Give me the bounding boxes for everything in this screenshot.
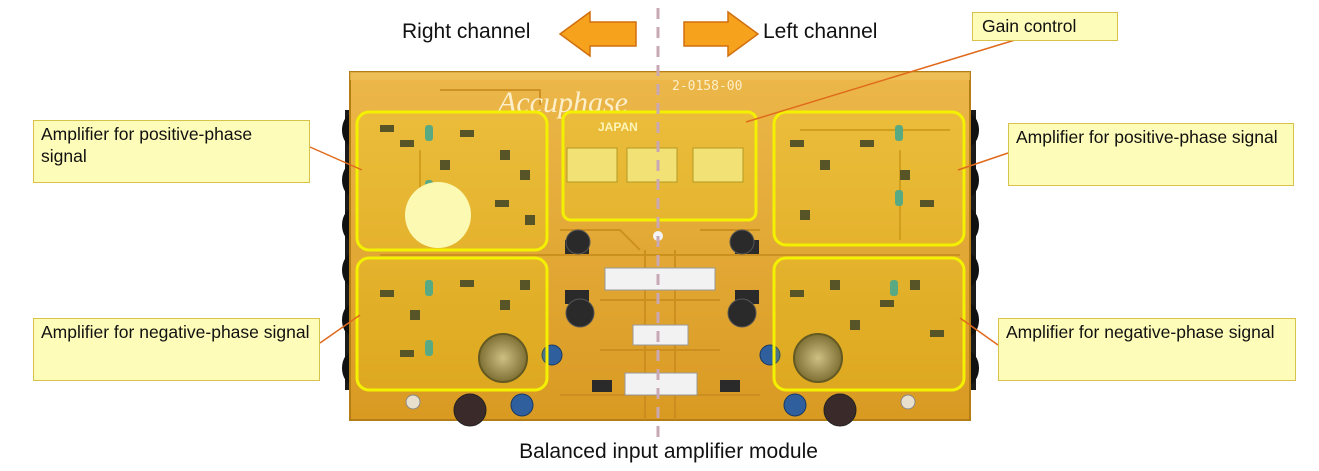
leader-pos-right (309, 146, 363, 171)
amp-negative-right-callout: Amplifier for negative-phase signal (33, 318, 320, 381)
right-channel-label: Right channel (402, 20, 531, 43)
leader-neg-right (319, 314, 361, 344)
module-caption: Balanced input amplifier module (519, 440, 818, 463)
highlight-neg-right-channel (355, 256, 549, 392)
connectors (604, 267, 716, 396)
highlight-pos-right-channel (355, 110, 549, 252)
arrow-right-icon (683, 10, 760, 58)
smd-components (380, 125, 944, 357)
leader-gain-control (745, 39, 1016, 123)
arrow-left-icon (558, 10, 637, 58)
gain-relays (566, 147, 744, 183)
gain-control-callout: Gain control (972, 12, 1118, 41)
leader-pos-left (957, 152, 1009, 171)
amp-positive-left-callout: Amplifier for positive-phase signal (1008, 123, 1294, 186)
leader-lines (309, 39, 1016, 346)
board-traces (380, 89, 960, 420)
leader-neg-left (959, 317, 999, 346)
board-origin: JAPAN (598, 120, 638, 134)
electrolytic-capacitors (405, 229, 916, 427)
highlight-regions (355, 110, 966, 392)
amp-positive-right-callout: Amplifier for positive-phase signal (33, 120, 310, 183)
mounting-hole (405, 182, 471, 248)
amp-negative-left-callout: Amplifier for negative-phase signal (998, 318, 1296, 381)
left-channel-label: Left channel (763, 20, 878, 43)
highlight-pos-left-channel (772, 110, 966, 247)
highlight-neg-left-channel (772, 256, 966, 392)
board-part-number: 2-0158-00 (672, 79, 742, 94)
